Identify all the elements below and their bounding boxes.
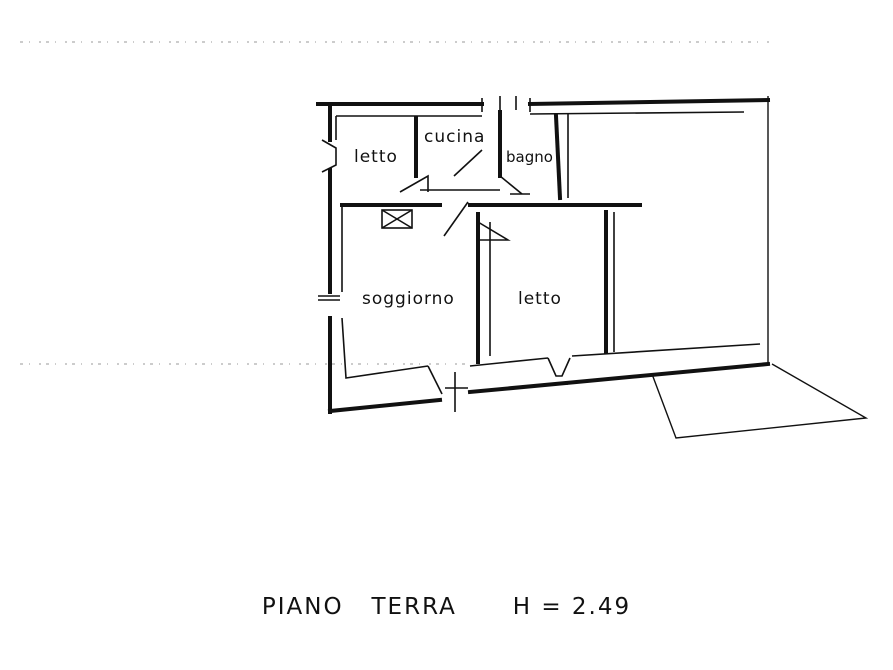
outer-walls [316,96,771,414]
room-label-bagno: bagno [506,148,553,166]
floor-word: PIANO [261,594,344,620]
room-label-soggiorno: soggiorno [362,289,455,309]
level-word: TERRA [371,594,457,620]
room-label-letto-left: letto [354,147,398,167]
door-markers [318,96,571,412]
room-label-letto-right: letto [518,289,562,309]
terrace-outline [651,363,869,439]
room-label-cucina: cucina [424,127,485,147]
ceiling-height: H = 2.49 [512,594,632,620]
interior-walls [336,110,745,364]
plan-title: PIANO TERRA H = 2.49 [0,594,893,620]
